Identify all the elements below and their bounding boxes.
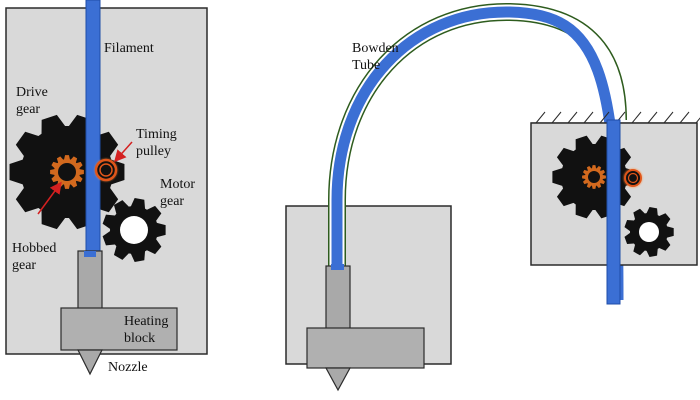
hatch-mark bbox=[535, 111, 546, 124]
heating-block-label-line1: Heating bbox=[124, 314, 169, 329]
hobbed-gear-icon bbox=[50, 155, 84, 189]
filament-label: Filament bbox=[104, 41, 154, 56]
timing-pulley-label-line1: Timing bbox=[136, 127, 177, 142]
hatch-mark bbox=[663, 111, 674, 124]
hotend-heating-block bbox=[306, 327, 425, 369]
timing-pulley-label: Timing pulley bbox=[136, 126, 177, 160]
remote-motor-gear-icon bbox=[624, 207, 674, 257]
motor-gear-icon bbox=[102, 198, 166, 262]
hotend-nozzle-icon bbox=[324, 367, 352, 392]
hatch-mark bbox=[695, 117, 700, 124]
hotend-heat-break bbox=[325, 265, 351, 331]
nozzle-icon bbox=[77, 349, 103, 376]
filament-tip-left bbox=[84, 251, 96, 257]
heating-block-label-line2: block bbox=[124, 331, 156, 346]
hobbed-gear-label: Hobbed gear bbox=[12, 240, 56, 274]
bowden-tube-label-line2: Tube bbox=[352, 58, 381, 73]
motorGear-center bbox=[125, 221, 143, 239]
remote-hobbed-gear-icon bbox=[582, 165, 606, 189]
bowden-tube-label: Bowden Tube bbox=[352, 40, 399, 74]
direct-drive-assembly bbox=[5, 0, 208, 376]
hatch-mark bbox=[631, 111, 642, 124]
heating-block bbox=[60, 307, 178, 351]
heating-block-label: Heating block bbox=[124, 313, 168, 347]
hatch-mark bbox=[599, 111, 610, 124]
drive-gear-label-line2: gear bbox=[16, 102, 41, 117]
timing-pulley-arrow bbox=[114, 141, 133, 163]
hobbed-gear-arrow bbox=[37, 181, 62, 215]
hatch-mark bbox=[567, 111, 578, 124]
hobbedGear2-hole bbox=[588, 171, 600, 183]
motor-gear-label: Motor gear bbox=[160, 176, 195, 210]
remote-timing-pulley-icon bbox=[622, 167, 644, 189]
bowden-tube-label-line1: Bowden bbox=[352, 41, 399, 56]
timing-pulley-label-line2: pulley bbox=[136, 144, 171, 159]
hobbed-gear-label-line1: Hobbed bbox=[12, 241, 57, 256]
motorGear2-center bbox=[643, 226, 655, 238]
hatch-mark bbox=[551, 111, 562, 124]
heat-break bbox=[77, 250, 103, 311]
hatch-mark bbox=[647, 111, 658, 124]
filament-tip-middle bbox=[331, 264, 344, 270]
mount-hatch bbox=[535, 111, 700, 124]
nozzle-label: Nozzle bbox=[108, 360, 148, 375]
timing-pulley-icon bbox=[93, 157, 119, 183]
hobbed-gear-label-line2: gear bbox=[12, 258, 37, 273]
hatch-mark bbox=[583, 111, 594, 124]
filament-left bbox=[85, 0, 101, 253]
motor-gear-label-line1: Motor bbox=[160, 177, 195, 192]
drive-gear-label: Drive gear bbox=[16, 84, 48, 118]
hobbedGear-hole bbox=[58, 163, 76, 181]
drive-gear-label-line1: Drive bbox=[16, 85, 48, 100]
filament-right bbox=[606, 119, 621, 305]
remote-extruder-assembly bbox=[530, 111, 700, 305]
hatch-mark bbox=[679, 111, 690, 124]
motor-gear-label-line2: gear bbox=[160, 194, 185, 209]
